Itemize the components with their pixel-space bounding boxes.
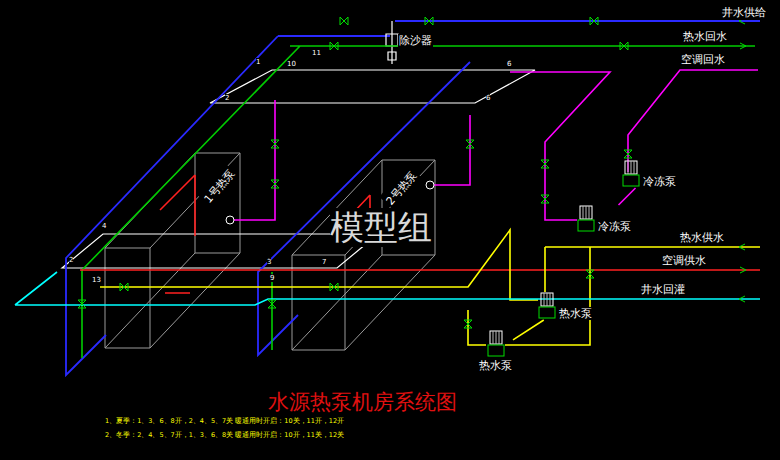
pipe-label: 热水供水 <box>680 232 724 245</box>
pipe-label: 井水回灌 <box>641 284 685 297</box>
desander-symbol <box>386 21 398 64</box>
node-text: 热水泵 <box>558 307 593 320</box>
pump-unit: 冷冻泵 <box>622 160 677 188</box>
pipe-line <box>513 320 544 340</box>
pump-fins <box>628 161 634 174</box>
pump-motor <box>541 293 553 306</box>
callout-number: 11 <box>312 49 321 57</box>
well-recharge-pipe <box>15 272 760 305</box>
ac-supply-pipe <box>80 175 760 293</box>
pump-symbol <box>622 160 640 188</box>
heat-pump-label: 1号热泵 <box>197 163 239 207</box>
callout-number: 3 <box>267 258 271 266</box>
white-plane <box>62 70 535 268</box>
pump-body <box>623 175 639 186</box>
pump-motor <box>625 161 637 174</box>
callout-number: 1 <box>256 58 260 66</box>
node-text: 冷冻泵 <box>597 220 632 233</box>
pump-fins <box>544 293 550 306</box>
pipe-port <box>226 216 234 224</box>
diagram-title: 水源热泵机房系统图 <box>268 390 457 414</box>
pump-body <box>539 307 555 318</box>
hot-water-supply-pipe <box>100 230 760 345</box>
pump-unit: 热水泵 <box>478 330 513 372</box>
well-supply-pipe <box>66 21 760 375</box>
pipe-connector <box>513 320 544 340</box>
note-line: 1、夏季：1、3、6、8开，2、4、5、7关 暖通用时开启：10关，11开，12… <box>105 418 344 425</box>
node-text: 除沙器 <box>398 34 433 47</box>
node-text: 冷冻泵 <box>642 175 677 188</box>
callout-number: 6 <box>486 94 490 102</box>
pump-unit: 热水泵 <box>538 292 593 320</box>
node-text: 1号热泵 <box>201 166 238 207</box>
hot-water-return-pipe <box>82 46 755 358</box>
node-text: 2号热泵 <box>383 168 420 209</box>
node-text: 热水泵 <box>478 359 513 372</box>
note-line: 2、冬季：2、4、5、7开，1、3、6、8关 暖通用时开启：10开，11关，12… <box>105 432 344 439</box>
pipe-label: 空调供水 <box>662 255 706 268</box>
callout-number: 2 <box>69 256 73 264</box>
pump-body <box>488 345 504 356</box>
pipe-line <box>619 188 636 205</box>
callout-number: 2 <box>225 94 229 102</box>
callout-number: 10 <box>287 60 296 68</box>
heat-pump-frame <box>105 153 435 350</box>
desander-box: 除沙器 <box>398 29 433 48</box>
callout-number: 13 <box>92 276 101 284</box>
pump-motor <box>580 206 592 219</box>
pipe-label: 井水供给 <box>722 7 766 20</box>
valve-symbol <box>78 17 632 328</box>
pump-unit: 冷冻泵 <box>577 205 632 233</box>
pump-fins <box>583 206 589 219</box>
callout-number: 6 <box>507 60 511 68</box>
pipe-label: 热水回水 <box>683 31 727 44</box>
callout-number: 4 <box>102 222 106 230</box>
pipe-connector <box>619 188 636 205</box>
callout-number: 9 <box>270 274 274 282</box>
ac-return-pipe <box>234 70 758 220</box>
pump-symbol <box>577 205 595 233</box>
callout-number: 7 <box>322 258 326 266</box>
pump-symbol <box>538 292 556 320</box>
heat-pump-label: 2号热泵 <box>379 165 421 209</box>
pump-motor <box>490 331 502 344</box>
flow-arrow <box>739 18 746 302</box>
pump-fins <box>493 331 499 344</box>
pipe-label: 空调回水 <box>681 54 725 67</box>
pump-symbol <box>487 330 505 358</box>
watermark: 模型组 <box>330 208 432 247</box>
pipe-port <box>426 181 434 189</box>
pump-body <box>578 220 594 231</box>
